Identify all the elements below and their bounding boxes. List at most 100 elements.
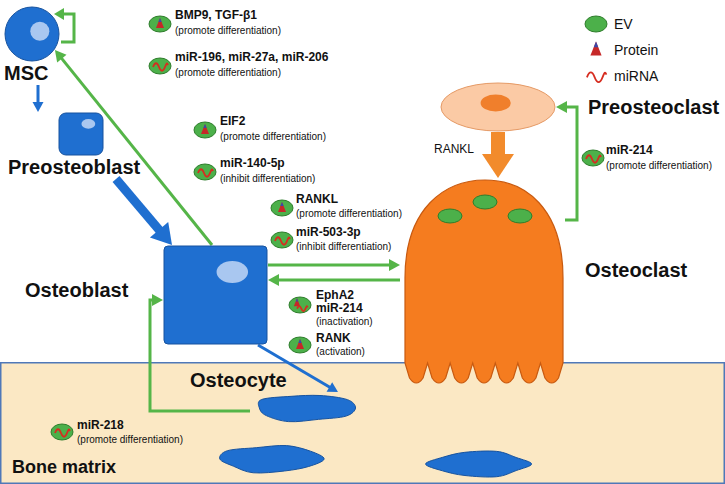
- ev-vesicle: [51, 424, 73, 440]
- ev-vesicle: [271, 200, 293, 216]
- ev-vesicle: [508, 209, 532, 223]
- ev-vesicle: [582, 150, 604, 166]
- ev-cargo-name: miR-214: [606, 144, 653, 158]
- mirna-symbol: [55, 429, 70, 437]
- signal-arrow: [268, 274, 400, 286]
- cell-shape: [250, 392, 360, 424]
- arrowhead: [482, 154, 514, 178]
- preosteoblast-cell: Preosteoblast: [8, 112, 140, 179]
- ev-icon: [149, 16, 171, 32]
- ev-cargo-name: RANK: [316, 332, 351, 346]
- protein-tip: [280, 202, 283, 206]
- protein-symbol: [201, 124, 209, 134]
- signal-arrow: [482, 132, 514, 178]
- cell-shape: [400, 178, 565, 388]
- signal-arrow: [116, 179, 172, 245]
- ev-effect-note: (promote differentiation): [175, 67, 281, 79]
- ev-vesicle: [271, 232, 293, 248]
- cell-body: [5, 7, 59, 61]
- signal-arrow: [33, 85, 44, 112]
- arrow-shaft: [37, 85, 40, 104]
- mirna-symbol: [297, 306, 308, 311]
- preosteoclast-cell: Preosteoclast: [440, 82, 556, 132]
- mirna-symbol: [587, 72, 607, 82]
- ev-cargo-name: RANKL: [296, 193, 338, 207]
- ev-effect-note: (activation): [316, 346, 365, 358]
- legend-label: Protein: [614, 42, 658, 58]
- ev-icon: [271, 200, 293, 216]
- mirna-symbol: [153, 63, 168, 71]
- osteocyte-blob: [426, 451, 532, 477]
- osteocyte-blob: [220, 445, 324, 473]
- ev-cargo-name: miR-140-5p: [220, 157, 285, 171]
- arrow-shaft: [491, 132, 505, 158]
- protein-tip: [296, 298, 299, 301]
- cell-label: Preosteoblast: [8, 156, 140, 179]
- ev-icon: [51, 424, 73, 440]
- stem-cell: MSC: [4, 6, 60, 85]
- cell-body: [258, 395, 355, 421]
- nucleus: [30, 22, 49, 41]
- arrowhead: [33, 102, 44, 112]
- protein-group: [294, 298, 300, 306]
- cell-body: [405, 180, 563, 383]
- signal-arrow: [556, 101, 577, 220]
- legend-label: EV: [614, 16, 633, 32]
- ev-effect-note: (promote differentiation): [77, 434, 183, 446]
- cell-shape: [58, 112, 104, 156]
- ev-icon: [194, 164, 216, 180]
- ev-vesicle: [149, 58, 171, 74]
- ev-effect-note: (promote differentiation): [296, 208, 402, 220]
- ev-effect-note: (promote differentiation): [175, 25, 281, 37]
- ev-icon: [289, 297, 311, 313]
- region-label: Bone matrix: [12, 457, 116, 478]
- ev-vesicle: [289, 297, 311, 313]
- protein-tip: [158, 18, 161, 22]
- bone-matrix-ground: [1, 363, 725, 484]
- protein-symbol: [590, 42, 601, 56]
- arrow-shaft: [565, 107, 577, 220]
- cell-shape: [4, 6, 60, 62]
- cell-body: [441, 83, 555, 131]
- cell-label: MSC: [4, 62, 60, 85]
- cell-body: [164, 246, 267, 344]
- ev-cargo-name: miR-503-3p: [296, 226, 361, 240]
- arrowhead: [55, 50, 67, 62]
- cell-label: Osteoclast: [585, 259, 687, 282]
- cell-label: Osteocyte: [190, 369, 287, 392]
- arrowhead: [150, 222, 172, 245]
- ev-effect-note: (promote differentiation): [606, 160, 712, 172]
- ev-icon: [271, 232, 293, 248]
- nucleus: [217, 261, 249, 283]
- osteoblast-cell: Osteoblast: [163, 245, 268, 345]
- mirna-symbol: [275, 237, 290, 245]
- arrowhead: [327, 382, 338, 392]
- protein-symbol: [156, 18, 164, 28]
- mirna-group: [297, 306, 308, 311]
- arrowhead: [152, 294, 163, 306]
- ev-vesicle: [473, 195, 497, 209]
- ev-cargo-name: EphA2: [316, 289, 354, 303]
- protein-symbol: [296, 339, 304, 349]
- legend-swatch: [587, 72, 607, 82]
- osteocyte-cell: Osteocyte: [250, 392, 360, 424]
- cell-label: Preosteoclast: [588, 96, 719, 119]
- cell-shape: [440, 82, 556, 132]
- feedback-arrowhead: [54, 8, 64, 20]
- arrowhead: [268, 274, 279, 286]
- cell-shape: [163, 245, 268, 345]
- ev-effect-note: (inactivation): [316, 316, 373, 328]
- arrow-shaft: [277, 279, 400, 282]
- ev-vesicle: [194, 122, 216, 138]
- protein-tip: [203, 124, 206, 128]
- ev-vesicle: [585, 16, 607, 32]
- legend-label: miRNA: [614, 68, 658, 84]
- ev-cargo-name: miR-218: [77, 419, 124, 433]
- ev-icon: [149, 58, 171, 74]
- mirna-symbol: [586, 155, 601, 163]
- ev-icon: [289, 337, 311, 353]
- legend-swatch: [585, 16, 607, 32]
- ev-icon: [582, 150, 604, 166]
